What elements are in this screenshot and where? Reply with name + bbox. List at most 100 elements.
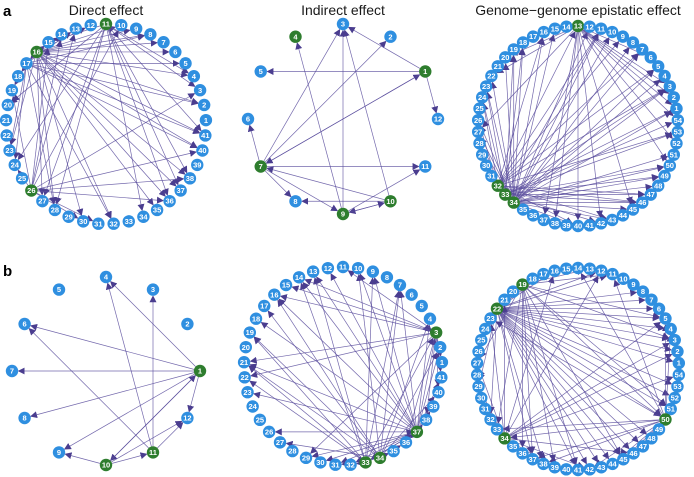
node-32 [107, 217, 120, 230]
node-label-42: 42 [586, 465, 594, 474]
node-label-30: 30 [316, 458, 324, 467]
edge-17-to-41 [32, 65, 201, 134]
node-label-5: 5 [259, 67, 263, 76]
node-label-3: 3 [434, 328, 438, 337]
node-label-35: 35 [509, 442, 517, 451]
node-1 [672, 356, 686, 370]
node-label-16: 16 [32, 48, 40, 57]
node-16 [548, 264, 561, 277]
node-label-3: 3 [673, 336, 677, 345]
node-9 [336, 207, 350, 221]
node-26 [25, 184, 38, 197]
node-39 [191, 158, 204, 172]
edge-37-to-13 [316, 276, 414, 427]
edge-50-to-42 [594, 422, 661, 467]
edge-11-to-20 [12, 27, 102, 102]
node-6 [169, 45, 182, 59]
node-label-3: 3 [341, 20, 345, 29]
node-3 [336, 17, 350, 31]
node-40 [432, 386, 445, 399]
node-28 [470, 368, 484, 382]
edge-32-to-47 [503, 185, 646, 198]
node-17 [526, 30, 540, 43]
node-label-8: 8 [641, 287, 645, 296]
node-17 [20, 57, 33, 70]
node-label-3: 3 [668, 82, 672, 91]
node-label-5: 5 [183, 59, 187, 68]
node-34 [373, 451, 387, 465]
edge-50-to-33 [502, 419, 660, 433]
node-label-22: 22 [493, 304, 501, 313]
edge-17-to-23 [8, 69, 26, 145]
edge-10-to-11 [111, 452, 148, 464]
node-9 [616, 30, 630, 43]
edge-50-to-23 [495, 321, 661, 417]
node-8 [380, 271, 394, 284]
edge-33-to-22 [249, 380, 361, 460]
node-label-17: 17 [539, 270, 547, 279]
node-label-36: 36 [165, 197, 173, 206]
edge-3-to-14 [304, 278, 431, 331]
node-label-19: 19 [8, 86, 16, 95]
node-label-13: 13 [586, 264, 594, 273]
edge-17-to-24 [12, 69, 27, 160]
edge-11-to-38 [108, 29, 188, 174]
node-44 [616, 209, 630, 222]
node-25 [253, 413, 267, 427]
node-1 [193, 364, 207, 378]
node-label-26: 26 [265, 427, 273, 436]
node-7 [157, 36, 170, 49]
node-36 [163, 194, 176, 208]
edge-50-to-4 [665, 334, 674, 414]
node-29 [476, 148, 489, 161]
node-19 [507, 43, 520, 56]
node-49 [652, 423, 666, 436]
node-label-10: 10 [117, 21, 125, 30]
edge-32-to-7 [502, 53, 639, 182]
node-label-27: 27 [473, 359, 481, 368]
node-label-29: 29 [302, 453, 310, 462]
node-label-41: 41 [585, 221, 593, 230]
edge-32-to-53 [503, 132, 673, 185]
edge-11-to-37 [108, 29, 179, 186]
node-42 [583, 463, 596, 476]
node-25 [475, 333, 488, 347]
edge-9-to-11 [348, 169, 421, 212]
node-33 [359, 456, 372, 469]
node-1 [419, 65, 432, 78]
node-label-33: 33 [493, 425, 501, 434]
node-27 [273, 436, 287, 449]
edge-50-to-37 [538, 420, 660, 459]
node-label-4: 4 [192, 72, 197, 81]
edge-11-to-3 [110, 27, 196, 87]
node-label-37: 37 [540, 216, 548, 225]
node-label-6: 6 [246, 115, 250, 124]
node-label-8: 8 [148, 30, 152, 39]
node-label-21: 21 [240, 358, 248, 367]
node-label-51: 51 [670, 150, 678, 159]
edge-13-to-52 [581, 30, 673, 139]
node-label-20: 20 [242, 343, 250, 352]
node-label-21: 21 [2, 116, 10, 125]
node-label-1: 1 [440, 358, 444, 367]
node-label-9: 9 [631, 280, 635, 289]
node-label-49: 49 [660, 172, 668, 181]
edge-1-to-9 [63, 373, 195, 450]
node-15 [548, 22, 562, 35]
edge-33-to-14 [300, 282, 364, 457]
edge-13-to-50 [581, 30, 667, 161]
node-label-11: 11 [609, 270, 617, 279]
node-label-34: 34 [139, 212, 148, 221]
edge-11-to-12 [157, 422, 184, 449]
node-label-39: 39 [429, 402, 437, 411]
node-label-53: 53 [674, 127, 682, 136]
edge-3-to-29 [310, 336, 432, 454]
edge-33-to-11 [508, 33, 599, 190]
node-9 [366, 265, 380, 278]
edge-16-to-37 [40, 55, 177, 187]
node-label-30: 30 [482, 161, 490, 170]
edge-1-to-6 [30, 323, 195, 370]
node-7 [393, 278, 407, 292]
node-39 [548, 461, 561, 474]
edge-33-to-19 [505, 55, 517, 189]
